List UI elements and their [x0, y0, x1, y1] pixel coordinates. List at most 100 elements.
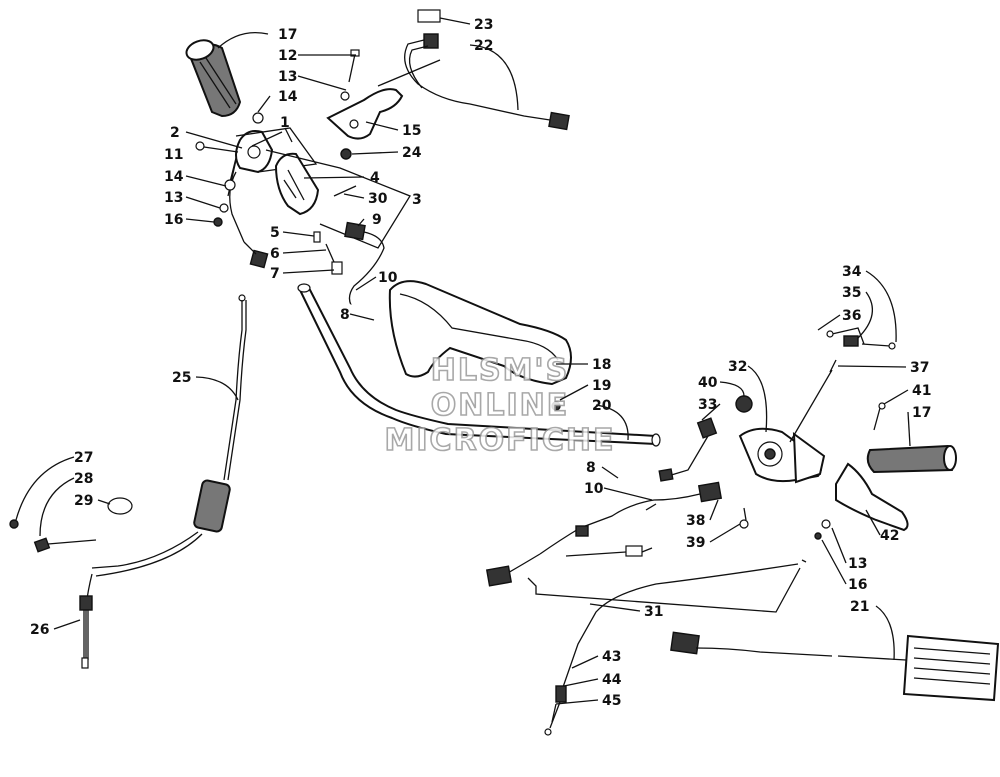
handlebar-pad	[388, 280, 572, 386]
throttle-cable	[79, 294, 247, 669]
outline-31	[527, 567, 801, 613]
callout-44: 44	[602, 672, 622, 688]
watermark-line-2: ONLINE	[431, 388, 570, 423]
callout-31: 31	[644, 604, 663, 620]
callout-16-right: 16	[848, 577, 867, 593]
callout-15: 15	[402, 123, 421, 139]
callout-39: 39	[686, 535, 705, 551]
callout-2: 2	[170, 125, 180, 141]
switch-bracket-outline	[265, 149, 411, 249]
block-35	[843, 335, 859, 347]
callout-27: 27	[74, 450, 93, 466]
screw-39	[743, 507, 747, 521]
right-wiring-harness	[485, 468, 723, 587]
watermark: HLSM'S ONLINE MICROFICHE	[384, 352, 616, 459]
heater-element	[670, 631, 1000, 702]
callout-14-top: 14	[278, 89, 298, 105]
callout-19: 19	[592, 378, 611, 394]
harness-22	[377, 9, 570, 131]
cable-guide-37	[789, 369, 833, 443]
callout-7: 7	[270, 266, 280, 282]
callout-28: 28	[74, 471, 93, 487]
screw-39-head	[739, 519, 749, 529]
nut-16-right	[814, 532, 822, 540]
callout-8-left: 8	[340, 307, 350, 323]
callout-6: 6	[270, 246, 280, 262]
throttle-lever	[835, 462, 909, 532]
screw-11	[195, 141, 239, 153]
callout-24: 24	[402, 145, 422, 161]
callout-40: 40	[698, 375, 718, 391]
left-switch-housing	[227, 130, 274, 269]
callout-25: 25	[172, 370, 191, 386]
callout-32: 32	[728, 359, 747, 375]
callout-13-left: 13	[164, 190, 183, 206]
callout-43: 43	[602, 649, 621, 665]
switch-33-wire	[667, 435, 709, 477]
callout-37: 37	[910, 360, 929, 376]
lockwasher-13-left	[219, 203, 229, 213]
spring-5	[313, 231, 321, 243]
nut-16-left	[213, 217, 223, 227]
callout-20: 20	[592, 398, 612, 414]
callout-4: 4	[370, 170, 380, 186]
callout-10-right: 10	[584, 481, 604, 497]
callout-35: 35	[842, 285, 861, 301]
callout-26: 26	[30, 622, 49, 638]
callout-34: 34	[842, 264, 862, 280]
callout-29: 29	[74, 493, 93, 509]
leader-lines	[15, 17, 911, 723]
callout-36: 36	[842, 308, 861, 324]
callout-42: 42	[880, 528, 899, 544]
nut-27	[9, 519, 19, 529]
switch-33	[696, 417, 718, 439]
callout-13-top: 13	[278, 69, 297, 85]
callout-8-right: 8	[586, 460, 596, 476]
adjuster-28-thread	[47, 539, 97, 545]
callout-1: 1	[280, 115, 290, 131]
callout-14-left: 14	[164, 169, 184, 185]
clip-29	[107, 497, 133, 515]
switch-7	[331, 261, 343, 275]
pin-37	[829, 359, 837, 373]
callout-23: 23	[474, 17, 493, 33]
switch-housing-4	[274, 152, 320, 216]
switch-40	[735, 395, 753, 413]
callout-10-left: 10	[378, 270, 398, 286]
callout-30: 30	[368, 191, 388, 207]
throttle-housing-32	[738, 427, 826, 484]
screw-34-head	[888, 342, 896, 350]
bolt-41-head	[878, 402, 886, 410]
callout-13-right: 13	[848, 556, 867, 572]
end-45	[544, 728, 552, 736]
callout-38: 38	[686, 513, 705, 529]
outline-34-35	[831, 327, 865, 345]
callout-16-left: 16	[164, 212, 183, 228]
washer-36	[826, 330, 834, 338]
callout-3: 3	[412, 192, 422, 208]
pin-30	[333, 185, 357, 197]
callout-18: 18	[592, 357, 611, 373]
callout-21: 21	[850, 599, 869, 615]
left-grip	[185, 39, 242, 118]
callout-45: 45	[602, 693, 621, 709]
callout-22: 22	[474, 38, 493, 54]
callout-11: 11	[164, 147, 183, 163]
callout-5: 5	[270, 225, 280, 241]
bolt-24	[340, 148, 352, 160]
callout-41: 41	[912, 383, 931, 399]
callout-12: 12	[278, 48, 297, 64]
washer-14-left	[224, 179, 236, 191]
callout-17-left: 17	[278, 27, 297, 43]
screw-12	[252, 49, 360, 124]
callout-17-right: 17	[912, 405, 931, 421]
brake-lever	[326, 88, 404, 140]
callout-labels: 17 12 13 14 1 2 11 14 13 16 23 22 15 24 …	[30, 17, 931, 709]
washer-13-right	[821, 519, 831, 529]
adjuster-28	[33, 537, 51, 553]
bolt-41	[873, 407, 881, 431]
screw-34	[861, 343, 891, 347]
right-grip	[866, 444, 957, 474]
watermark-line-3: MICROFICHE	[385, 423, 616, 458]
